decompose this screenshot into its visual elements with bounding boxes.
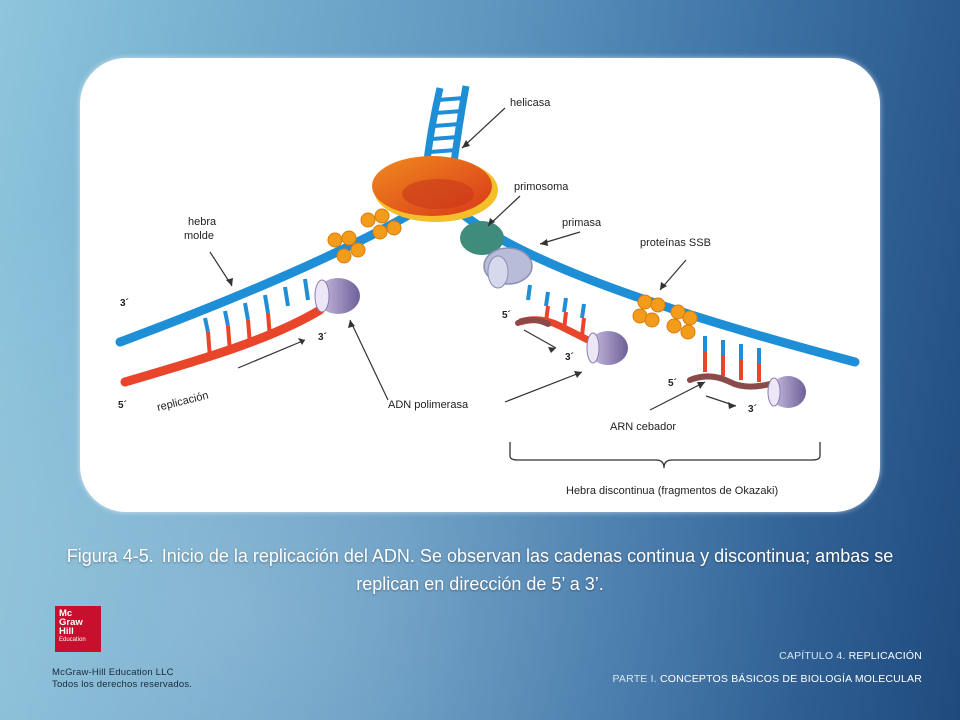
okazaki-brace	[509, 442, 821, 469]
rna-primer	[687, 373, 773, 390]
label-arn-cebador: ARN cebador	[610, 421, 676, 433]
dna-polymerase	[767, 376, 806, 408]
label-3prime: 3´	[318, 332, 327, 343]
part-footer: PARTE I. CONCEPTOS BÁSICOS DE BIOLOGÍA M…	[612, 673, 922, 685]
label-5prime: 5´	[118, 400, 127, 411]
dna-replication-diagram: helicasa primosoma primasa hebra molde p…	[115, 85, 860, 497]
dna-polymerase	[586, 331, 628, 365]
okazaki-fragment	[515, 284, 594, 346]
mcgraw-hill-logo: Mc Graw Hill Education	[55, 606, 101, 652]
dna-polymerase	[314, 278, 360, 314]
label-primosoma: primosoma	[514, 181, 569, 193]
annotation-arrows	[209, 107, 737, 411]
label-3prime: 3´	[120, 298, 129, 309]
part-title: CONCEPTOS BÁSICOS DE BIOLOGÍA MOLECULAR	[659, 673, 922, 685]
ssb-proteins	[327, 208, 698, 340]
primase	[483, 247, 533, 289]
label-proteinas-ssb: proteínas SSB	[640, 237, 711, 249]
figure-caption-text: Inicio de la replicación del ADN. Se obs…	[161, 546, 894, 594]
label-hebra: hebra	[188, 216, 217, 228]
leading-template-strand	[115, 200, 430, 347]
copyright-notice: McGraw-Hill Education LLC Todos los dere…	[52, 667, 193, 690]
chapter-number: CAPÍTULO 4.	[779, 650, 846, 662]
label-3prime: 3´	[565, 352, 574, 363]
helicase	[372, 156, 498, 222]
chapter-title: REPLICACIÓN	[848, 650, 922, 662]
leading-new-strand	[120, 305, 325, 387]
chapter-footer: CAPÍTULO 4. REPLICACIÓN	[779, 650, 922, 662]
label-5prime: 5´	[502, 310, 511, 321]
label-adn-polimerasa: ADN polimerasa	[388, 399, 469, 411]
label-hebra-discontinua: Hebra discontinua (fragmentos de Okazaki…	[566, 485, 778, 497]
label-helicasa: helicasa	[510, 97, 551, 109]
okazaki-fragment	[687, 336, 773, 390]
primosome	[460, 221, 504, 255]
figure-caption: Figura 4-5. Inicio de la replicación del …	[60, 542, 900, 598]
figure-number: Figura 4-5.	[66, 546, 154, 566]
rna-primer	[515, 316, 551, 327]
label-5prime: 5´	[668, 378, 677, 389]
part-number: PARTE I.	[612, 673, 657, 685]
label-3prime: 3´	[748, 404, 757, 415]
label-replicacion: replicación	[156, 390, 210, 414]
figure-panel: helicasa primosoma primasa hebra molde p…	[80, 58, 880, 512]
label-primasa: primasa	[562, 217, 602, 229]
label-molde: molde	[184, 230, 214, 242]
leading-base-pairs	[203, 278, 310, 333]
